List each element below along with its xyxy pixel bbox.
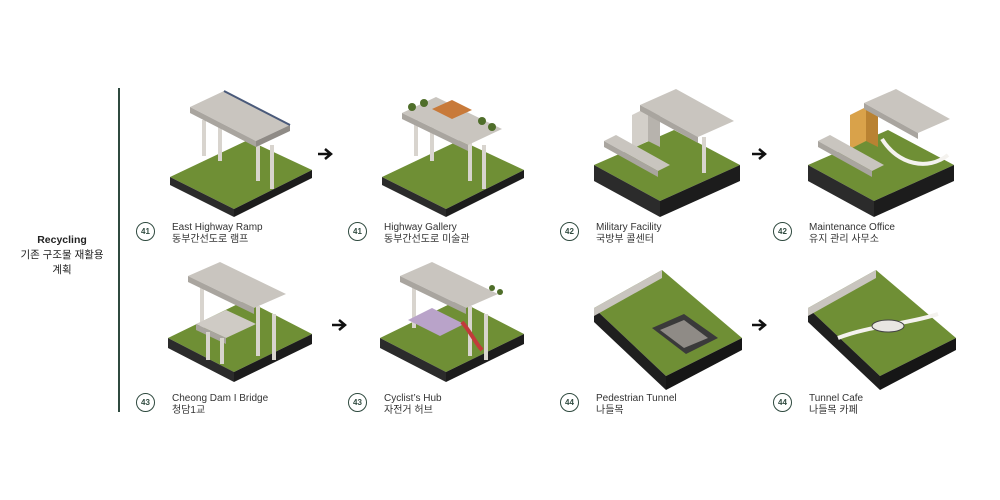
number-badge: 43 — [348, 393, 367, 412]
section-title-kr-line1: 기존 구조물 재활용 — [20, 248, 104, 263]
caption-kr: 유지 관리 사무소 — [809, 234, 895, 246]
caption-en: Military Facility — [596, 222, 662, 234]
number-badge: 41 — [348, 222, 367, 241]
caption-highway-gallery: Highway Gallery 동부간선도로 미술관 — [384, 222, 470, 246]
caption-en: Highway Gallery — [384, 222, 470, 234]
caption-tunnel-cafe: Tunnel Cafe 나들목 카페 — [809, 393, 863, 417]
number-badge: 44 — [773, 393, 792, 412]
number-badge: 42 — [560, 222, 579, 241]
caption-en: Tunnel Cafe — [809, 393, 863, 405]
caption-east-highway-ramp: East Highway Ramp 동부간선도로 램프 — [172, 222, 263, 246]
arrow-right-icon — [750, 147, 770, 161]
caption-kr: 동부간선도로 미술관 — [384, 234, 470, 246]
number-badge: 44 — [560, 393, 579, 412]
section-title: Recycling 기존 구조물 재활용 계획 — [20, 233, 104, 278]
caption-en: East Highway Ramp — [172, 222, 263, 234]
caption-cyclists-hub: Cyclist’s Hub 자전거 허브 — [384, 393, 442, 417]
number-badge: 43 — [136, 393, 155, 412]
caption-en: Maintenance Office — [809, 222, 895, 234]
caption-kr: 나들목 — [596, 405, 677, 417]
number-badge: 41 — [136, 222, 155, 241]
caption-en: Pedestrian Tunnel — [596, 393, 677, 405]
vertical-divider — [118, 88, 120, 412]
caption-kr: 동부간선도로 램프 — [172, 234, 263, 246]
caption-pedestrian-tunnel: Pedestrian Tunnel 나들목 — [596, 393, 677, 417]
caption-military-facility: Military Facility 국방부 콜센터 — [596, 222, 662, 246]
caption-en: Cyclist’s Hub — [384, 393, 442, 405]
arrow-right-icon — [330, 318, 350, 332]
caption-kr: 나들목 카페 — [809, 405, 863, 417]
caption-kr: 청담1교 — [172, 405, 268, 417]
number-badge: 42 — [773, 222, 792, 241]
arrow-right-icon — [316, 147, 336, 161]
caption-maintenance-office: Maintenance Office 유지 관리 사무소 — [809, 222, 895, 246]
caption-cheong-dam-bridge: Cheong Dam I Bridge 청담1교 — [172, 393, 268, 417]
caption-en: Cheong Dam I Bridge — [172, 393, 268, 405]
caption-kr: 자전거 허브 — [384, 405, 442, 417]
caption-kr: 국방부 콜센터 — [596, 234, 662, 246]
arrow-right-icon — [750, 318, 770, 332]
section-title-en: Recycling — [20, 233, 104, 248]
section-title-kr-line2: 계획 — [20, 263, 104, 278]
